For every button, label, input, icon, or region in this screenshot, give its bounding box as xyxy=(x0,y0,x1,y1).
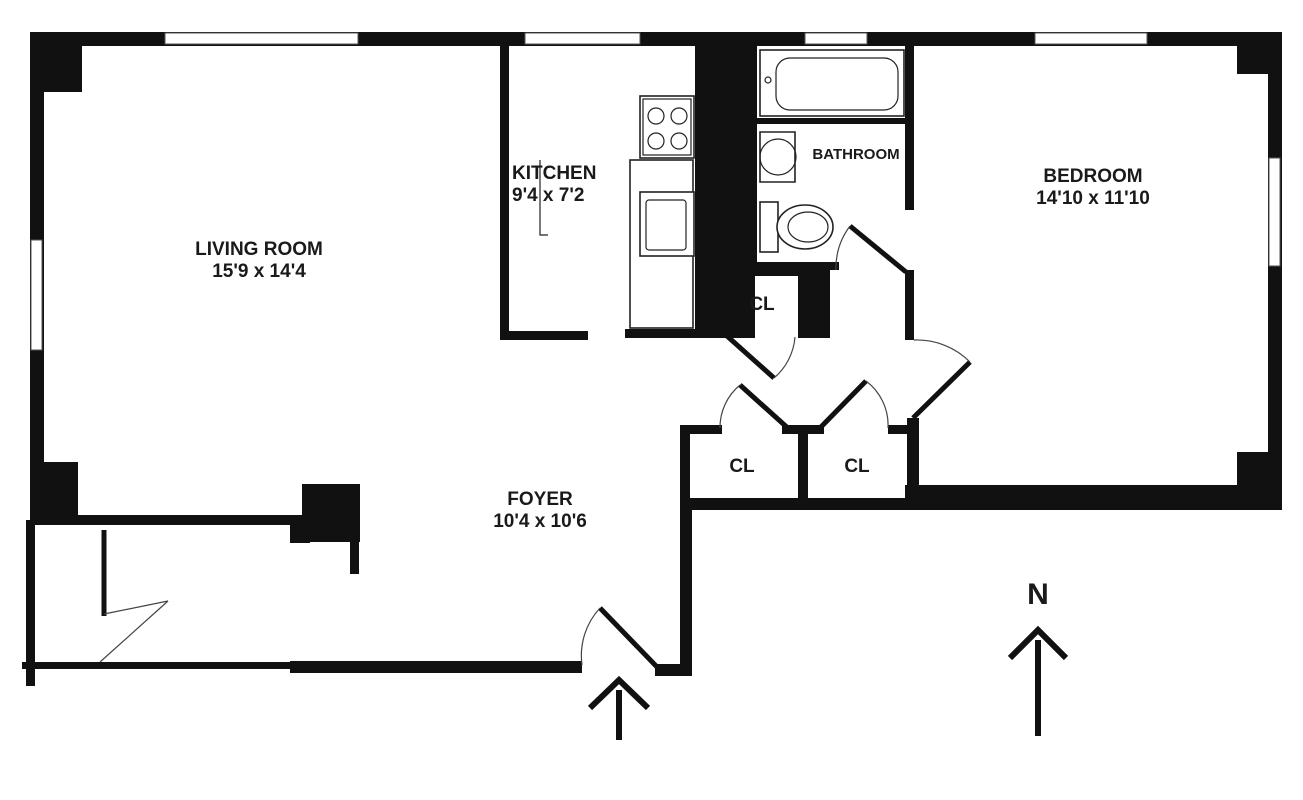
closet-lower-right-door xyxy=(816,379,868,432)
bathroom-name: BATHROOM xyxy=(812,146,900,163)
column-sw xyxy=(30,462,78,520)
alcove-swing-arc xyxy=(99,600,169,663)
column-nw xyxy=(30,32,82,92)
wall-closet-lower-left xyxy=(680,425,690,505)
kitchen-label: KITCHEN 9'4 x 7'2 xyxy=(500,163,640,207)
entry-arrow-icon xyxy=(587,675,651,740)
wall-closet-upper-left xyxy=(700,270,725,338)
wall-closet-upper-top xyxy=(720,268,830,276)
living-room-name: LIVING ROOM xyxy=(195,239,323,260)
closet-lower-left-door xyxy=(738,383,792,432)
column-ne xyxy=(1237,32,1282,74)
wall-alcove-top xyxy=(30,515,305,525)
entry-door xyxy=(598,606,660,670)
wall-right xyxy=(1268,32,1282,510)
wall-closet-lower-divider xyxy=(798,425,808,505)
wall-foyer-right xyxy=(680,500,692,676)
wall-left-alcove xyxy=(26,520,35,686)
wall-bath-right xyxy=(905,40,914,210)
wall-bottom-alcove xyxy=(22,662,292,669)
sink-icon xyxy=(639,191,695,257)
kitchen-wall-cabinet xyxy=(539,160,548,236)
kitchen-name: KITCHEN xyxy=(512,163,597,184)
north-label: N xyxy=(1027,578,1049,611)
column-foyer xyxy=(302,484,360,542)
foyer-label: FOYER 10'4 x 10'6 xyxy=(466,489,614,533)
wall-bath-left xyxy=(748,40,757,268)
wall-bedroom-bottom xyxy=(905,485,1282,510)
window-bedroom-top xyxy=(1034,32,1148,45)
bedroom-label: BEDROOM 14'10 x 11'10 xyxy=(995,166,1191,210)
toilet-icon xyxy=(759,201,834,253)
window-living-top xyxy=(164,32,359,45)
stove-icon xyxy=(639,95,695,159)
window-living-left xyxy=(30,239,43,351)
wall-kitchen-left xyxy=(500,40,509,340)
bath-door xyxy=(848,224,908,274)
wall-bedroom-left xyxy=(905,270,914,340)
wall-entry-right-stub xyxy=(655,664,692,676)
column-foyer-stub xyxy=(350,540,359,574)
kitchen-dimensions: 9'4 x 7'2 xyxy=(512,184,585,206)
window-bath-top xyxy=(804,32,868,45)
wall-kitchen-bottom-right xyxy=(625,329,700,338)
bedroom-dimensions: 14'10 x 11'10 xyxy=(1036,187,1150,209)
closet-lower-left-label: CL xyxy=(729,456,755,477)
column-alcove xyxy=(290,515,310,543)
wall-bath-tub-divider xyxy=(757,118,907,124)
bathroom-label: BATHROOM xyxy=(803,146,909,163)
closet-lower-right-label: CL xyxy=(844,456,870,477)
wall-closet-upper-right xyxy=(798,270,830,338)
window-kitchen-top xyxy=(524,32,641,45)
wall-bath-bottom xyxy=(757,262,839,270)
north-arrow-icon xyxy=(1007,625,1069,736)
closet-upper-label: CL xyxy=(749,294,775,315)
bathtub-icon xyxy=(759,49,905,117)
wall-bedroom-lower-left xyxy=(907,418,919,508)
foyer-name: FOYER xyxy=(507,489,573,510)
wall-bottom xyxy=(290,661,582,673)
living-room-dimensions: 15'9 x 14'4 xyxy=(212,260,306,282)
bedroom-door xyxy=(911,360,972,420)
alcove-swing xyxy=(103,600,169,615)
closet-upper-door xyxy=(725,334,776,380)
window-bedroom-right xyxy=(1268,157,1281,267)
foyer-dimensions: 10'4 x 10'6 xyxy=(493,510,587,532)
living-room-label: LIVING ROOM 15'9 x 14'4 xyxy=(168,239,350,283)
wall-closet-lower-right-top xyxy=(888,425,918,434)
wall-kitchen-bottom-left xyxy=(500,331,588,340)
wall-closet-lower-top-left xyxy=(680,425,722,434)
column-se xyxy=(1237,452,1282,510)
bedroom-name: BEDROOM xyxy=(1043,166,1143,187)
bath-sink-icon xyxy=(759,131,797,183)
